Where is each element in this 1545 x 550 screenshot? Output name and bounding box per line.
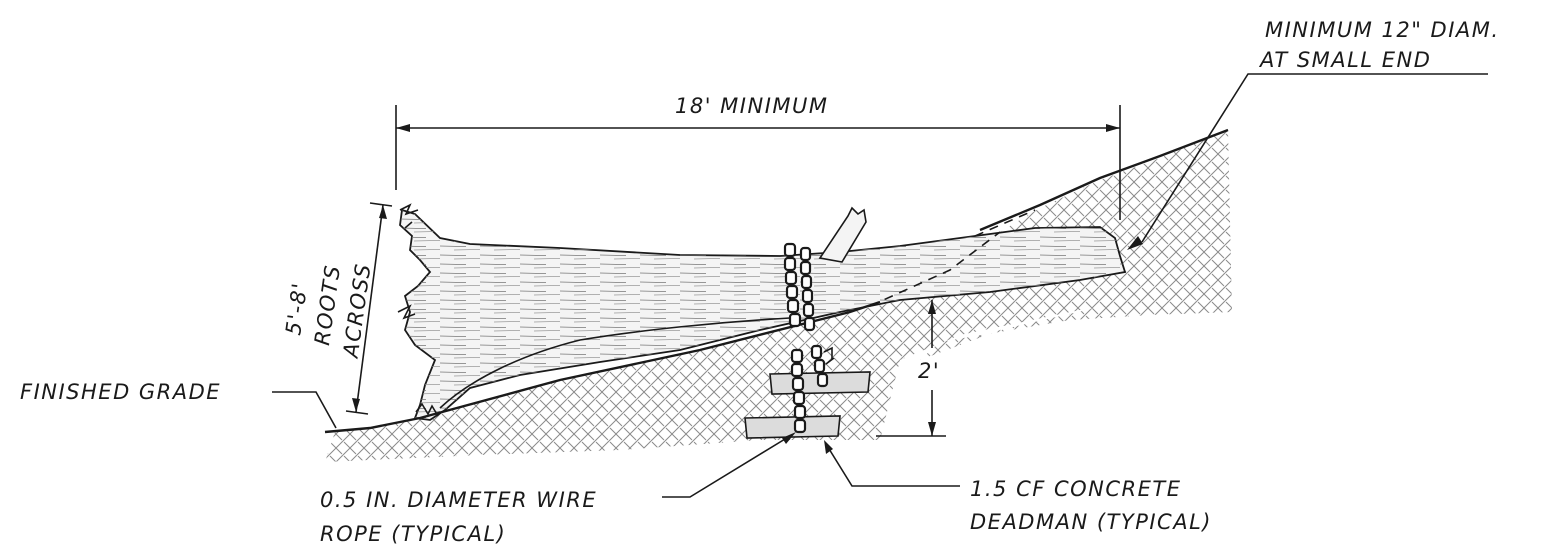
min-diam-label-line1: MINIMUM 12" DIAM. bbox=[1265, 18, 1500, 42]
finished-grade-label: FINISHED GRADE bbox=[20, 380, 221, 404]
wire-rope bbox=[783, 242, 835, 434]
log-grain bbox=[400, 210, 1125, 420]
roots-dimension bbox=[345, 202, 393, 415]
depth-label: 2' bbox=[918, 359, 940, 383]
depth-dimension bbox=[876, 300, 946, 437]
finished-grade-line bbox=[324, 300, 881, 434]
root-jag-lines bbox=[397, 203, 439, 417]
finished-grade-leader bbox=[272, 391, 337, 429]
deadman-label-line2: DEADMAN (TYPICAL) bbox=[970, 510, 1212, 534]
deadman-label-line1: 1.5 CF CONCRETE bbox=[970, 477, 1182, 501]
soil-hatch bbox=[325, 130, 1228, 462]
wire-label-line1: 0.5 IN. DIAMETER WIRE bbox=[320, 488, 597, 512]
wire-arrow bbox=[782, 432, 796, 444]
branch-stub bbox=[818, 206, 867, 263]
length-label: 18' MINIMUM bbox=[675, 94, 829, 118]
root-wad-contour bbox=[439, 317, 791, 409]
buried-log-top bbox=[974, 209, 1036, 237]
roots-label-line2: ROOTS bbox=[310, 263, 345, 347]
wire-leader bbox=[662, 435, 791, 498]
soil-hatch-right bbox=[920, 130, 1232, 360]
min-diam-leader bbox=[1141, 73, 1488, 243]
embankment-surface bbox=[979, 128, 1229, 232]
wire-label-line2: ROPE (TYPICAL) bbox=[320, 522, 506, 546]
deadman-leader bbox=[825, 443, 960, 487]
min-diam-label-line2: AT SMALL END bbox=[1258, 48, 1431, 72]
buried-log-bottom bbox=[869, 231, 1001, 307]
roots-label-line1: 5'-8' bbox=[281, 281, 312, 337]
roots-label-line3: ACROSS bbox=[338, 261, 375, 360]
length-dimension bbox=[395, 105, 1121, 220]
min-diam-arrow bbox=[1127, 236, 1143, 250]
concrete-deadman-lower bbox=[744, 415, 841, 439]
deadman-arrow bbox=[824, 440, 833, 454]
